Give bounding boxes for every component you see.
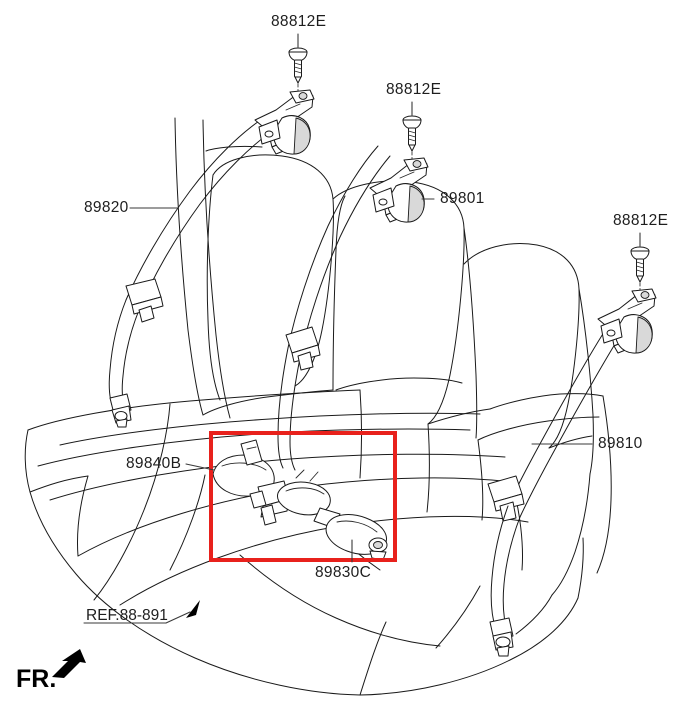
callout-88812E-right: 88812E [613, 212, 669, 229]
seatbelt-webbing [108, 118, 621, 657]
callout-89820-left-belt: 89820 [84, 199, 129, 216]
callout-89801-retractor: 89801 [440, 190, 485, 207]
callout-leader-lines [83, 198, 593, 624]
callout-89810-right-belt: 89810 [598, 435, 643, 452]
callout-89830C-center-buckle: 89830C [315, 564, 372, 581]
retractor-assembly-left [254, 89, 315, 155]
retractor-assembly-right [597, 288, 657, 354]
bolt-88812E-right [630, 232, 650, 296]
bolt-88812E-center [402, 101, 422, 165]
buckle-89840B [212, 439, 290, 526]
reference-label-88-891: REF.88-891 [86, 607, 168, 624]
retractor-assembly-center [369, 157, 429, 223]
callout-88812E-center: 88812E [386, 81, 442, 98]
bolt-88812E-left [288, 33, 308, 97]
callout-89840B-side-buckle: 89840B [126, 455, 182, 472]
front-orientation-label: FR. [16, 665, 57, 693]
callout-88812E-left: 88812E [271, 13, 327, 30]
center-buckle-highlight-box [209, 431, 397, 562]
fr-direction-arrow [52, 649, 86, 678]
buckle-89830C [277, 469, 388, 561]
